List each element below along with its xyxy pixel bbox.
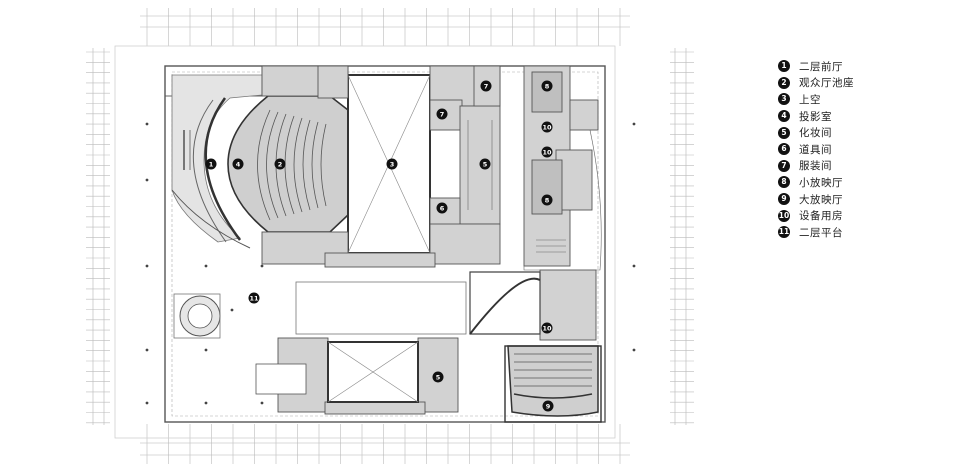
legend-item: 1 二层前厅 xyxy=(778,58,854,75)
legend-number: 4 xyxy=(778,110,790,123)
dimension-grid xyxy=(92,15,687,456)
legend-label: 上空 xyxy=(799,93,821,106)
legend-item: 5 化妆间 xyxy=(778,124,854,141)
room-marker-number: 5 xyxy=(436,373,441,381)
room-marker: 2 xyxy=(274,158,286,170)
legend-number: 8 xyxy=(778,176,790,189)
foyer xyxy=(171,74,263,249)
room-marker: 10 xyxy=(541,322,553,334)
legend-item: 2 观众厅池座 xyxy=(778,75,854,92)
service-blocks xyxy=(261,65,599,415)
legend-label: 小放映厅 xyxy=(799,176,843,189)
legend-item: 6 道具间 xyxy=(778,141,854,158)
legend-number: 11 xyxy=(778,226,790,239)
legend: 1 二层前厅 2 观众厅池座 3 上空 4 投影室 5 化妆间 6 道具间 7 服装间 8 小放… xyxy=(778,58,854,241)
upper-platform xyxy=(173,271,541,339)
room-marker-number: 7 xyxy=(484,82,489,90)
room-marker: 5 xyxy=(432,371,444,383)
large-cinema xyxy=(504,345,602,423)
legend-number: 7 xyxy=(778,159,790,172)
legend-label: 二层前厅 xyxy=(799,60,843,73)
room-marker: 1 xyxy=(205,158,217,170)
room-marker: 5 xyxy=(479,158,491,170)
room-markers: 1 2 3 4 5 5 6 7 7 8 8 9 10 10 10 11 xyxy=(205,80,554,412)
room-marker: 7 xyxy=(436,108,448,120)
auditorium xyxy=(227,95,349,233)
legend-label: 观众厅池座 xyxy=(799,77,854,90)
legend-item: 11 二层平台 xyxy=(778,224,854,241)
legend-item: 4 投影室 xyxy=(778,108,854,125)
lower-hall-void xyxy=(255,341,419,403)
room-marker: 10 xyxy=(541,146,553,158)
room-marker-number: 11 xyxy=(249,294,259,302)
legend-label: 二层平台 xyxy=(799,226,843,239)
room-marker-number: 9 xyxy=(546,402,551,410)
legend-label: 投影室 xyxy=(799,110,832,123)
room-marker-number: 6 xyxy=(440,204,445,212)
room-marker-number: 10 xyxy=(542,123,552,131)
room-marker-number: 10 xyxy=(542,324,552,332)
legend-number: 5 xyxy=(778,126,790,139)
room-marker: 3 xyxy=(386,158,398,170)
room-marker-number: 3 xyxy=(390,160,395,168)
legend-number: 6 xyxy=(778,143,790,156)
legend-label: 化妆间 xyxy=(799,127,832,140)
structural-columns xyxy=(145,122,636,405)
legend-number: 9 xyxy=(778,193,790,206)
legend-label: 服装间 xyxy=(799,160,832,173)
stage-void xyxy=(347,74,431,254)
room-marker-number: 8 xyxy=(545,82,550,90)
legend-item: 10 设备用房 xyxy=(778,207,854,224)
room-marker-number: 7 xyxy=(440,110,445,118)
room-marker: 7 xyxy=(480,80,492,92)
building-outline xyxy=(114,45,616,439)
legend-label: 设备用房 xyxy=(799,210,843,223)
legend-item: 3 上空 xyxy=(778,91,854,108)
legend-number: 2 xyxy=(778,76,790,89)
legend-number: 1 xyxy=(778,60,790,73)
corridor-lines xyxy=(467,66,602,271)
grid-ticks xyxy=(86,8,694,464)
legend-item: 7 服装间 xyxy=(778,158,854,175)
legend-item: 9 大放映厅 xyxy=(778,191,854,208)
legend-label: 道具间 xyxy=(799,143,832,156)
room-marker-number: 1 xyxy=(209,160,214,168)
room-marker: 9 xyxy=(542,400,554,412)
room-marker-number: 2 xyxy=(278,160,283,168)
room-marker: 8 xyxy=(541,80,553,92)
room-marker: 10 xyxy=(541,121,553,133)
room-marker: 8 xyxy=(541,194,553,206)
room-marker: 11 xyxy=(248,292,260,304)
legend-number: 10 xyxy=(778,209,790,222)
room-marker: 4 xyxy=(232,158,244,170)
room-marker: 6 xyxy=(436,202,448,214)
room-marker-number: 5 xyxy=(483,160,488,168)
room-marker-number: 4 xyxy=(236,160,241,168)
room-marker-number: 8 xyxy=(545,196,550,204)
room-marker-number: 10 xyxy=(542,148,552,156)
legend-item: 8 小放映厅 xyxy=(778,174,854,191)
legend-number: 3 xyxy=(778,93,790,106)
legend-label: 大放映厅 xyxy=(799,193,843,206)
